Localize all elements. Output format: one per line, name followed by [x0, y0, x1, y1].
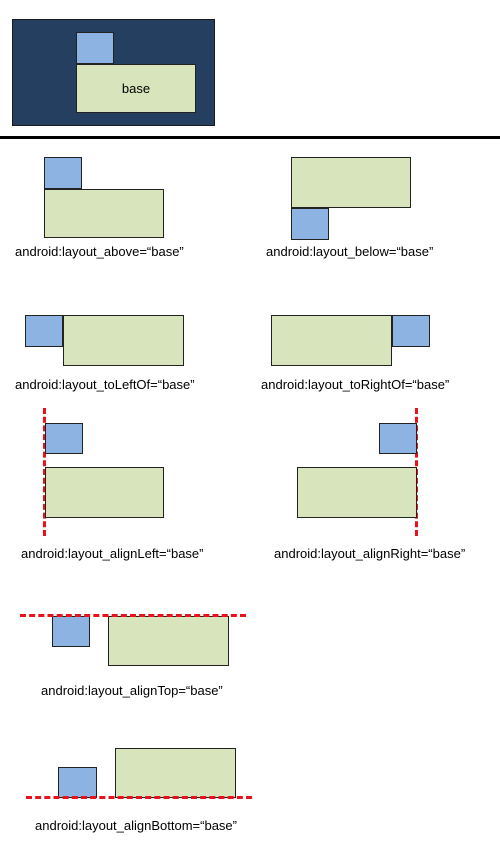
above-base-box	[44, 189, 164, 238]
to-left-of-base-box	[63, 315, 184, 366]
align-top-child-box	[52, 616, 90, 647]
caption-layout-above: android:layout_above=“base”	[15, 244, 184, 259]
align-top-guide-line	[20, 614, 246, 617]
caption-layout-align-left: android:layout_alignLeft=“base”	[21, 546, 204, 561]
align-top-base-box	[108, 616, 229, 666]
below-child-box	[291, 208, 329, 240]
caption-layout-to-right-of: android:layout_toRightOf=“base”	[261, 377, 450, 392]
align-left-base-box	[45, 467, 164, 518]
above-child-box	[44, 157, 82, 189]
align-bottom-guide-line	[26, 796, 252, 799]
divider-line	[0, 136, 500, 139]
caption-layout-align-top: android:layout_alignTop=“base”	[41, 683, 223, 698]
to-right-of-base-box	[271, 315, 392, 366]
align-bottom-child-box	[58, 767, 97, 798]
caption-layout-to-left-of: android:layout_toLeftOf=“base”	[15, 377, 195, 392]
header-child-box	[76, 32, 114, 64]
to-right-of-child-box	[392, 315, 430, 347]
to-left-of-child-box	[25, 315, 63, 347]
align-left-guide-line	[43, 408, 46, 536]
caption-layout-below: android:layout_below=“base”	[266, 244, 434, 259]
align-bottom-base-box	[115, 748, 236, 798]
base-label: base	[121, 81, 151, 96]
caption-layout-align-right: android:layout_alignRight=“base”	[274, 546, 466, 561]
align-left-child-box	[45, 423, 83, 454]
below-base-box	[291, 157, 411, 208]
align-right-base-box	[297, 467, 417, 518]
align-right-child-box	[379, 423, 417, 454]
header-base-box: base	[76, 64, 196, 113]
caption-layout-align-bottom: android:layout_alignBottom=“base”	[35, 818, 237, 833]
